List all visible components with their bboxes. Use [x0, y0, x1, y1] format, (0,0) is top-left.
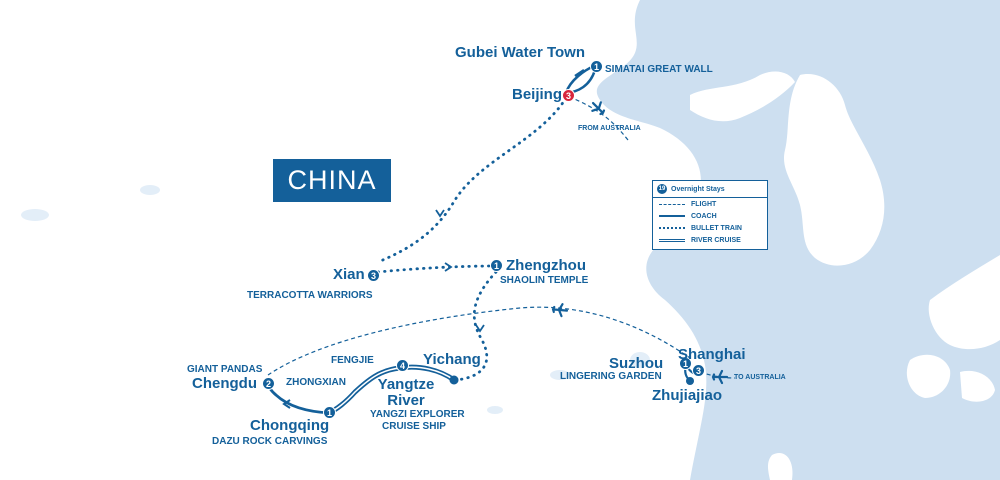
lake: [487, 406, 503, 414]
japan-island: [928, 255, 1000, 350]
liaodong-peninsula: [690, 71, 795, 122]
city-label-suzhou: Suzhou: [609, 355, 664, 372]
lake: [550, 370, 570, 380]
city-label-beijing: Beijing: [512, 86, 563, 103]
stay-badge-chengdu: 2: [262, 377, 275, 390]
city-label-xian: Xian: [333, 266, 365, 283]
city-label-chengdu: Chengdu: [192, 375, 257, 392]
flight-label-from-australia: FROM AUSTRALIA: [578, 125, 641, 132]
sea-area: [596, 0, 1000, 480]
sight-label-zhongxian: ZHONGXIAN: [286, 377, 346, 388]
korea-peninsula: [783, 74, 885, 266]
map-legend: 19 Overnight Stays FLIGHT COACH BULLET T…: [652, 180, 768, 250]
legend-title: Overnight Stays: [671, 185, 725, 193]
legend-item-coach: COACH: [653, 210, 767, 222]
flight-label-to-australia: TO AUSTRALIA: [734, 374, 786, 381]
legend-symbol-bullet-train: [659, 227, 685, 229]
stay-badge-shanghai: 3: [692, 364, 705, 377]
legend-symbol-coach: [659, 215, 685, 217]
flight-route-chengdu-shanghai: [267, 306, 691, 376]
zhujiajiao-marker: [686, 377, 694, 385]
legend-label-river-cruise: RIVER CRUISE: [691, 236, 741, 244]
city-label-yangtze: Yangtze River: [377, 376, 435, 409]
country-label: CHINA: [273, 159, 391, 202]
stay-badge-chongqing: 1: [323, 406, 336, 419]
sight-label-cruise-ship: CRUISE SHIP: [382, 421, 446, 432]
city-label-gubei: Gubei Water Town: [455, 44, 585, 61]
stay-badge-xian: 3: [367, 269, 380, 282]
lake: [21, 209, 49, 221]
plane-icon: [591, 101, 606, 116]
flight-route-inbound: [569, 96, 629, 141]
taiwan-island: [768, 452, 793, 480]
legend-symbol-flight: [659, 203, 685, 205]
direction-arrow: [444, 262, 453, 272]
sight-label-terracotta: TERRACOTTA WARRIORS: [247, 290, 373, 301]
legend-label-coach: COACH: [691, 212, 717, 220]
stay-badge-simatai: 1: [590, 60, 603, 73]
city-label-shanghai: Shanghai: [678, 346, 746, 363]
stay-badge-suzhou: 1: [679, 357, 692, 370]
stay-badge-zhengzhou: 1: [490, 259, 503, 272]
japan-island-small: [960, 370, 995, 402]
legend-label-bullet-train: BULLET TRAIN: [691, 224, 742, 232]
lake: [630, 352, 650, 368]
legend-item-river-cruise: RIVER CRUISE: [653, 234, 767, 246]
river-cruise-route-inner: [329, 366, 455, 413]
japan-island-south: [906, 354, 951, 398]
city-label-yichang: Yichang: [423, 351, 481, 368]
yichang-marker: [449, 375, 459, 385]
stay-badge-beijing: 3: [562, 89, 575, 102]
city-label-chongqing: Chongqing: [250, 417, 330, 434]
legend-symbol-river-cruise: [659, 238, 685, 242]
sight-label-giant-pandas: GIANT PANDAS: [187, 364, 263, 375]
city-label-zhengzhou: Zhengzhou: [506, 257, 586, 274]
direction-arrow: [282, 399, 291, 409]
legend-header: 19 Overnight Stays: [653, 181, 767, 198]
legend-item-bullet-train: BULLET TRAIN: [653, 222, 767, 234]
sight-label-yangzi-explorer: YANGZI EXPLORER: [370, 409, 465, 420]
direction-arrow: [475, 324, 485, 333]
legend-label-flight: FLIGHT: [691, 200, 717, 208]
sight-label-lingering-garden: LINGERING GARDEN: [560, 371, 662, 382]
direction-arrow: [435, 209, 445, 218]
plane-icon: [711, 369, 729, 385]
plane-icon: [551, 303, 569, 318]
legend-item-flight: FLIGHT: [653, 198, 767, 210]
sight-label-dazu: DAZU ROCK CARVINGS: [212, 436, 328, 447]
sight-label-fengjie: FENGJIE: [331, 355, 374, 366]
sight-label-shaolin: SHAOLIN TEMPLE: [500, 275, 589, 286]
stay-badge-yangtze: 4: [396, 359, 409, 372]
legend-stay-badge: 19: [657, 184, 667, 194]
train-route-beijing-xian: [376, 96, 568, 264]
lake: [140, 185, 160, 195]
city-label-zhujiajiao: Zhujiajiao: [652, 387, 723, 404]
train-route-xian-zhengzhou: [376, 264, 498, 274]
sight-label-simatai: SIMATAI GREAT WALL: [605, 64, 713, 75]
train-route-zhengzhou-yichang: [453, 270, 498, 382]
